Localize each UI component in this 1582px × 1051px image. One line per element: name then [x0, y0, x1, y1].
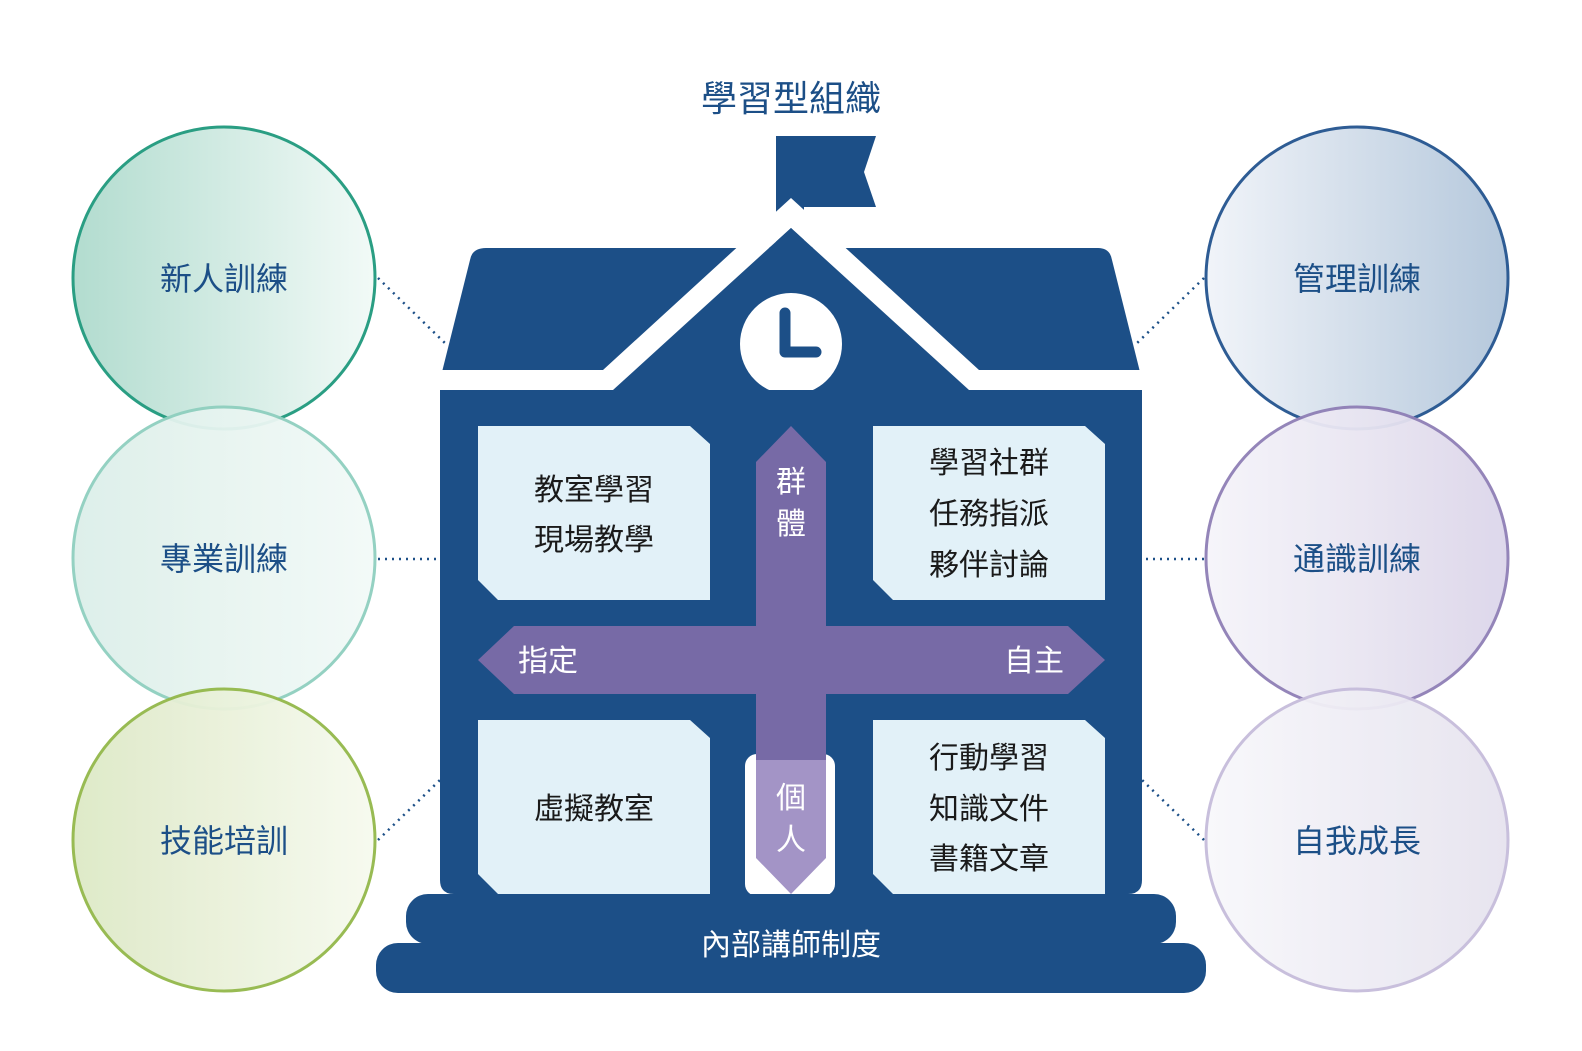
top-left-item-2: 現場教學: [534, 523, 654, 558]
connector-left-top: [377, 277, 449, 347]
circle-self-growth: [1204, 687, 1510, 993]
left-circle-label-3: 技能培訓: [160, 822, 288, 860]
roof: [440, 246, 1142, 386]
flag-icon: [790, 136, 876, 207]
top-right-item-1: 學習社群: [929, 446, 1049, 481]
foundation-lower: [376, 943, 1206, 993]
clock-hands: [779, 307, 822, 358]
foundation-upper: [406, 894, 1176, 944]
top-right-item-2: 任務指派: [929, 497, 1049, 532]
foundation-label: 內部講師制度: [701, 928, 881, 963]
quadrant-text: 教室學習 現場教學 學習社群 任務指派 夥伴討論 虛擬教室 行動學習 知識文件 …: [534, 446, 1049, 877]
right-circles: 管理訓練 通識訓練 自我成長: [1204, 125, 1510, 993]
left-circle-label-1: 新人訓練: [160, 260, 288, 298]
axes: [478, 426, 1105, 894]
left-circle-label-2: 專業訓練: [160, 540, 288, 578]
connector-right-bottom: [1141, 779, 1205, 841]
axis-label-autonomous: 自主: [1004, 644, 1064, 679]
connector-right-top: [1133, 277, 1205, 347]
axis-label-individual-2: 人: [776, 823, 806, 858]
axis-label-assigned: 指定: [518, 644, 578, 679]
bottom-right-item-1: 行動學習: [929, 741, 1049, 776]
quadrant-panels: [478, 426, 1105, 894]
panel-top-right: [873, 426, 1105, 600]
dotted-connectors: [377, 277, 1205, 841]
clock-icon: [740, 293, 842, 395]
panel-top-left: [478, 426, 710, 600]
right-circle-label-3: 自我成長: [1293, 822, 1421, 860]
axis-label-individual-1: 個: [776, 781, 806, 816]
bottom-right-item-2: 知識文件: [929, 792, 1049, 827]
axis-vertical-bottom: [756, 760, 826, 894]
axis-label-group-1: 群: [776, 465, 806, 500]
right-circle-label-1: 管理訓練: [1293, 260, 1421, 298]
panel-bottom-left: [478, 720, 710, 894]
panel-bottom-right: [873, 720, 1105, 894]
connector-left-bottom: [377, 779, 441, 841]
right-circle-label-2: 通識訓練: [1293, 540, 1421, 578]
axis-horizontal: [478, 626, 1105, 694]
top-left-item-1: 教室學習: [534, 473, 654, 508]
diagram-title: 學習型組織: [701, 79, 881, 120]
top-right-item-3: 夥伴討論: [929, 548, 1049, 583]
bottom-right-item-3: 書籍文章: [929, 842, 1049, 877]
circle-skill: [71, 687, 377, 993]
bottom-left-item-1: 虛擬教室: [534, 792, 654, 827]
roof-chevron: [440, 198, 1142, 390]
left-circles: 新人訓練 專業訓練 技能培訓: [71, 125, 377, 993]
axis-label-group-2: 體: [776, 507, 806, 542]
